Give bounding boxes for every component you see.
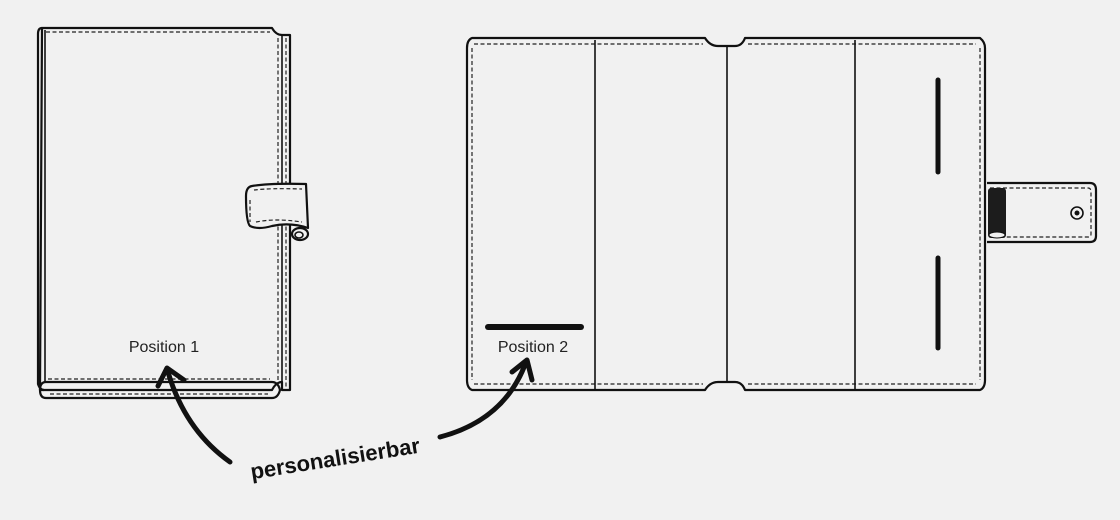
position-2-label: Position 2 [498, 339, 568, 356]
personalizable-label: personalisierbar [249, 433, 422, 485]
closed-cover: Position 1 [36, 26, 310, 400]
open-cover: Position 2 [465, 36, 1098, 392]
position-1-label: Position 1 [129, 339, 199, 356]
